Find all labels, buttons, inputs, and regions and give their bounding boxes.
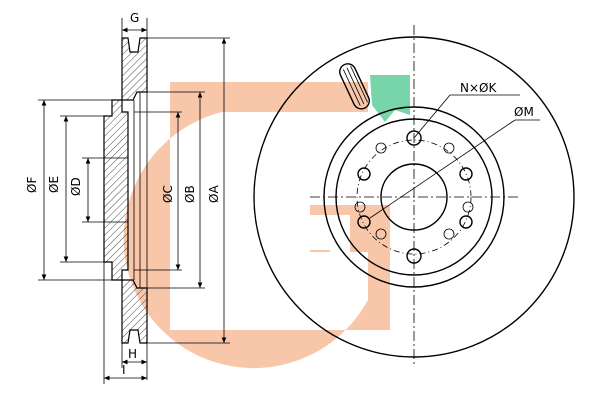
label-m: ØM [514, 105, 534, 119]
section-hub [103, 99, 129, 281]
disc-front-view [253, 25, 575, 365]
watermark-logo [123, 75, 410, 369]
dimension-lines [38, 18, 230, 384]
label-b: ØB [183, 185, 197, 203]
bolt-hole [459, 167, 473, 181]
label-d: ØD [69, 177, 83, 196]
section-upper-rim [121, 37, 148, 101]
wheel-bolt-holes [357, 130, 473, 264]
bolt-hole [406, 130, 422, 146]
bolt-pcd-circle [356, 139, 472, 255]
bolt-hole [357, 215, 371, 229]
label-i: I [122, 363, 126, 377]
label-e: ØE [47, 176, 61, 193]
bolt-hole [459, 215, 473, 229]
small-holes [354, 142, 474, 240]
bolt-hole [406, 248, 422, 264]
nk-leader [413, 94, 451, 139]
watermark-green-shape [370, 75, 410, 122]
section-lower-rim [121, 279, 148, 344]
label-g: G [130, 11, 139, 25]
label-a: ØA [207, 185, 221, 203]
label-h: H [128, 347, 137, 361]
m-dimension-line [369, 119, 516, 219]
watermark-inner-cut [190, 128, 350, 305]
vent-slot [339, 63, 370, 110]
label-c: ØC [161, 185, 175, 203]
label-nk: N×ØK [460, 81, 497, 95]
label-f: ØF [25, 177, 39, 193]
bolt-hole [357, 167, 371, 181]
